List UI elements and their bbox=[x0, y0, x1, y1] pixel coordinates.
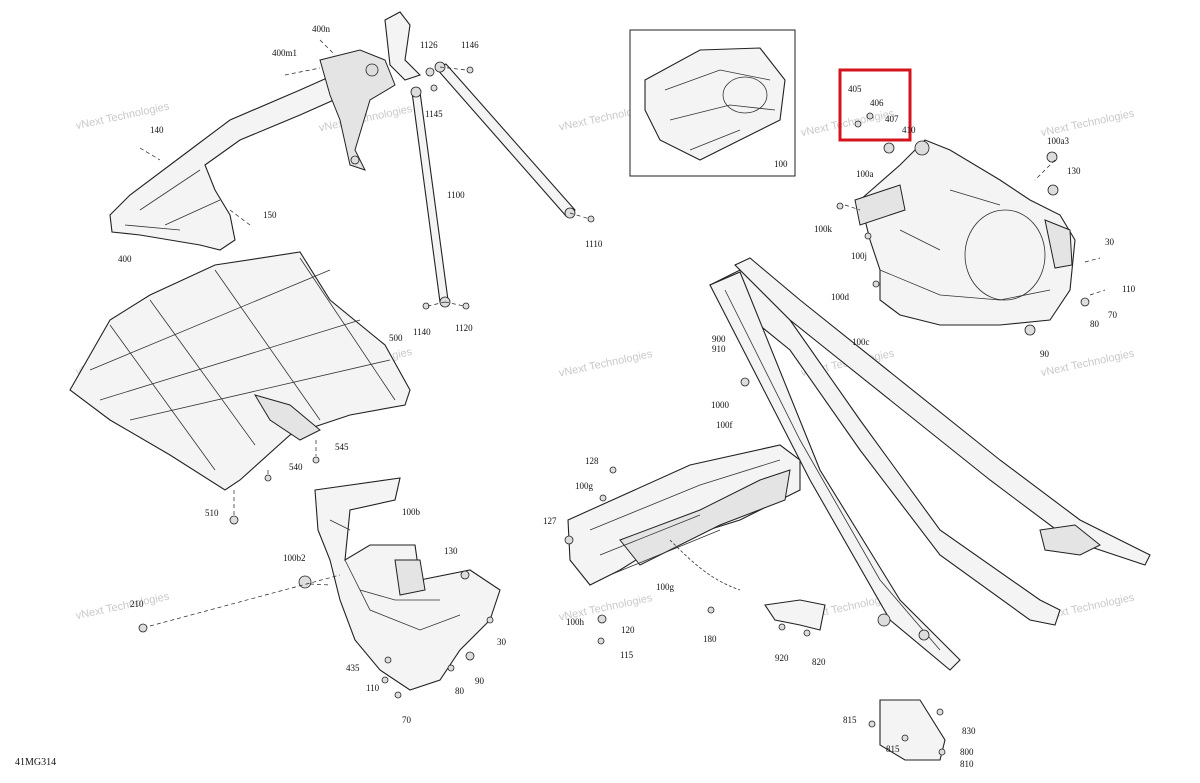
watermark: vNext Technologies bbox=[1040, 108, 1136, 140]
bracket-100f bbox=[564, 444, 801, 645]
callout-label: 500 bbox=[389, 333, 403, 343]
callout-label: 405 bbox=[848, 84, 862, 94]
link-rods bbox=[410, 61, 595, 310]
callout-label: 1110 bbox=[585, 239, 603, 249]
callout-label: 900 bbox=[712, 334, 726, 344]
callout-label: 110 bbox=[366, 683, 380, 693]
callout-label: 830 bbox=[962, 726, 976, 736]
callout-label: 1126 bbox=[420, 40, 438, 50]
watermark: vNext Technologies bbox=[558, 348, 654, 380]
callout-label: 110 bbox=[1122, 284, 1136, 294]
callout-label: 540 bbox=[289, 462, 303, 472]
bracket-800 bbox=[868, 699, 946, 761]
callout-label: 1145 bbox=[425, 109, 443, 119]
callout-label: 100f bbox=[716, 420, 733, 430]
callout-label: 100j bbox=[851, 251, 867, 261]
callout-label: 510 bbox=[205, 508, 219, 518]
callout-label: 70 bbox=[1108, 310, 1118, 320]
callout-label: 130 bbox=[444, 546, 458, 556]
callout-label: 406 bbox=[870, 98, 884, 108]
callout-label: 100a bbox=[856, 169, 874, 179]
callout-label: 1100 bbox=[447, 190, 465, 200]
callout-label: 100h bbox=[566, 617, 585, 627]
callout-label: 100c bbox=[852, 337, 870, 347]
watermark: vNext Technologies bbox=[75, 590, 171, 622]
callout-label: 80 bbox=[1090, 319, 1100, 329]
callout-label: 815 bbox=[843, 715, 857, 725]
callout-label: 80 bbox=[455, 686, 465, 696]
callout-label: 140 bbox=[150, 125, 164, 135]
callout-label: 800 bbox=[960, 747, 974, 757]
callout-label: 920 bbox=[775, 653, 789, 663]
callout-label: 815 bbox=[886, 744, 900, 754]
callout-label: 30 bbox=[1105, 237, 1115, 247]
upper-brace-400 bbox=[109, 11, 422, 251]
callout-label: 1140 bbox=[413, 327, 431, 337]
figure-id: 41MG314 bbox=[15, 757, 56, 768]
callout-label: 150 bbox=[263, 210, 277, 220]
callout-label: 400n bbox=[312, 24, 331, 34]
callout-label: 90 bbox=[475, 676, 485, 686]
callout-label: 100b bbox=[402, 507, 421, 517]
callout-label: 128 bbox=[585, 456, 599, 466]
frame-100a bbox=[836, 112, 1106, 336]
bracket-820 bbox=[764, 599, 826, 637]
callout-label: 435 bbox=[346, 663, 360, 673]
callout-label: 100g bbox=[575, 481, 594, 491]
callout-label: 130 bbox=[1067, 166, 1081, 176]
callout-label: 90 bbox=[1040, 349, 1050, 359]
callout-label: 120 bbox=[621, 625, 635, 635]
callout-label: 180 bbox=[703, 634, 717, 644]
callout-label: 127 bbox=[543, 516, 557, 526]
callout-label: 210 bbox=[130, 599, 144, 609]
callout-label: 70 bbox=[402, 715, 412, 725]
callout-label: 910 bbox=[712, 344, 726, 354]
watermark: vNext Technologies bbox=[800, 108, 896, 140]
callout-label: 400m1 bbox=[272, 48, 297, 58]
front-bracket-100b bbox=[138, 477, 501, 699]
callout-label: 810 bbox=[960, 759, 974, 769]
callout-label: 407 bbox=[885, 114, 899, 124]
watermark: vNext Technologies bbox=[1040, 348, 1136, 380]
callout-label: 410 bbox=[902, 125, 916, 135]
callout-label: 30 bbox=[497, 637, 507, 647]
callout-label: 100a3 bbox=[1047, 136, 1069, 146]
rails-900-910 bbox=[708, 257, 1151, 671]
inset-frame-100 bbox=[629, 29, 796, 177]
callout-label: 100d bbox=[831, 292, 850, 302]
callout-labels: 400n 400m1 1126 1146 140 1145 1100 150 4… bbox=[118, 24, 1136, 769]
callout-label: 400 bbox=[118, 254, 132, 264]
skid-plate-500 bbox=[69, 251, 411, 525]
callout-label: 1146 bbox=[461, 40, 479, 50]
callout-label: 100g bbox=[656, 582, 675, 592]
callout-label: 545 bbox=[335, 442, 349, 452]
callout-label: 100b2 bbox=[283, 553, 306, 563]
callout-label: 100 bbox=[774, 159, 788, 169]
highlight-box bbox=[838, 68, 912, 142]
callout-label: 115 bbox=[620, 650, 634, 660]
callout-label: 1000 bbox=[711, 400, 730, 410]
callout-label: 820 bbox=[812, 657, 826, 667]
callout-label: 100k bbox=[814, 224, 833, 234]
callout-label: 1120 bbox=[455, 323, 473, 333]
